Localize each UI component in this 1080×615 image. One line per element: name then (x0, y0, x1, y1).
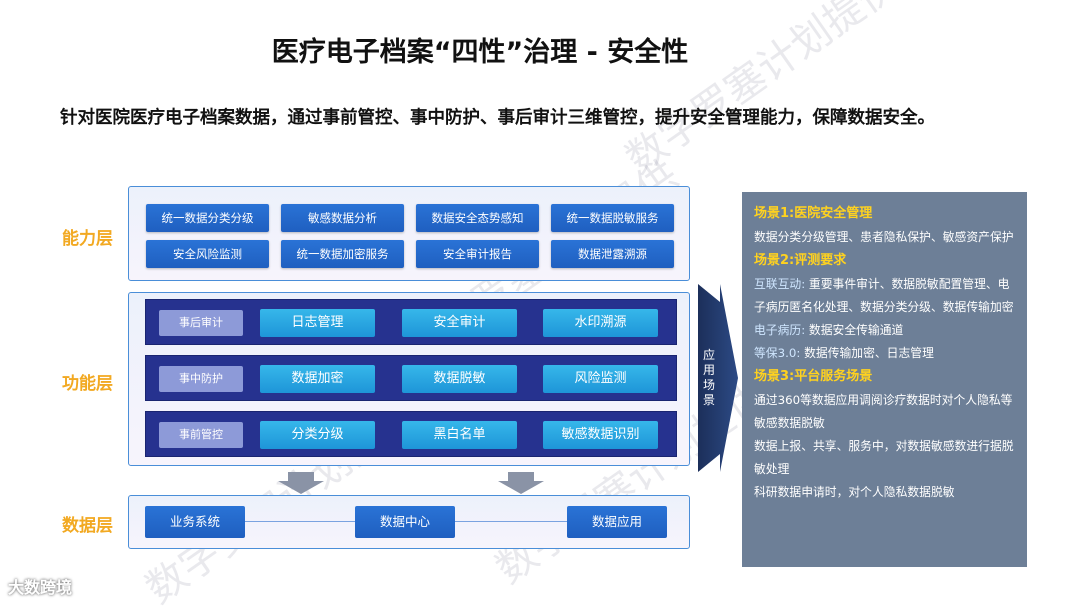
layer-label-data: 数据层 (62, 516, 113, 536)
function-item[interactable]: 数据脱敏 (402, 365, 517, 393)
scenario-2-title: 场景2:评测要求 (754, 253, 847, 268)
watermark-text: 数字罗塞计划提供 (618, 0, 907, 183)
page-title: 医疗电子档案“四性”治理 - 安全性 (271, 37, 689, 68)
function-item[interactable]: 分类分级 (260, 421, 375, 449)
function-item[interactable]: 黑白名单 (402, 421, 517, 449)
capability-item[interactable]: 敏感数据分析 (281, 204, 404, 232)
capability-item[interactable]: 统一数据脱敏服务 (551, 204, 674, 232)
scenario-3-item: 科研数据申请时，对个人隐私数据脱敏 (754, 485, 955, 499)
scenario-panel: 场景1:医院安全管理 数据分类分级管理、患者隐私保护、敏感资产保护 场景2:评测… (742, 192, 1027, 567)
function-row-pre-control: 事前管控 分类分级 黑白名单 敏感数据识别 (145, 411, 677, 457)
function-row-tag: 事中防护 (159, 366, 243, 392)
function-row-post-audit: 事后审计 日志管理 安全审计 水印溯源 (145, 299, 677, 345)
function-item[interactable]: 水印溯源 (543, 309, 658, 337)
layer-label-capability: 能力层 (62, 229, 113, 249)
data-item-data-application[interactable]: 数据应用 (567, 506, 667, 538)
scenario-2-item: 等保3.0: 数据传输加密、日志管理 (754, 346, 934, 360)
data-item-data-center[interactable]: 数据中心 (355, 506, 455, 538)
function-row-in-process: 事中防护 数据加密 数据脱敏 风险监测 (145, 355, 677, 401)
page-subtitle: 针对医院医疗电子档案数据，通过事前管控、事中防护、事后审计三维管控，提升安全管理… (60, 108, 935, 128)
function-item[interactable]: 日志管理 (260, 309, 375, 337)
scenario-2-item: 电子病历: 数据安全传输通道 (754, 323, 904, 337)
capability-item[interactable]: 统一数据分类分级 (146, 204, 269, 232)
capability-item[interactable]: 安全审计报告 (416, 240, 539, 268)
function-item[interactable]: 安全审计 (402, 309, 517, 337)
scenario-2-item: 互联互动: 重要事件审计、数据脱敏配置管理、电子病历匿名化处理、数据分类分级、数… (754, 277, 1014, 314)
function-item[interactable]: 敏感数据识别 (543, 421, 658, 449)
function-item[interactable]: 数据加密 (260, 365, 375, 393)
down-arrow-icon (498, 472, 544, 494)
scenario-3-item: 数据上报、共享、服务中，对数据敏感数进行据脱敏处理 (754, 439, 1014, 476)
data-flow-line (455, 521, 567, 522)
data-item-business-system[interactable]: 业务系统 (145, 506, 245, 538)
function-item[interactable]: 风险监测 (543, 365, 658, 393)
capability-item[interactable]: 数据泄露溯源 (551, 240, 674, 268)
right-arrow-icon (698, 284, 738, 472)
capability-item[interactable]: 安全风险监测 (146, 240, 269, 268)
capability-panel: 统一数据分类分级 敏感数据分析 数据安全态势感知 统一数据脱敏服务 安全风险监测… (128, 186, 690, 281)
scenario-3-item: 通过360等数据应用调阅诊疗数据时对个人隐私等敏感数据脱敏 (754, 393, 1013, 430)
capability-item[interactable]: 统一数据加密服务 (281, 240, 404, 268)
brand-logo: 大数跨境 (8, 578, 73, 597)
function-row-tag: 事前管控 (159, 422, 243, 448)
scenario-1-title: 场景1:医院安全管理 (754, 206, 873, 221)
function-row-tag: 事后审计 (159, 310, 243, 336)
layer-label-function: 功能层 (62, 374, 113, 394)
data-flow-line (245, 521, 355, 522)
scenario-1-text: 数据分类分级管理、患者隐私保护、敏感资产保护 (754, 230, 1014, 244)
arrow-label: 应 用 场 景 (702, 348, 715, 407)
scenario-3-title: 场景3:平台服务场景 (754, 369, 873, 384)
down-arrow-icon (278, 472, 324, 494)
capability-item[interactable]: 数据安全态势感知 (416, 204, 539, 232)
